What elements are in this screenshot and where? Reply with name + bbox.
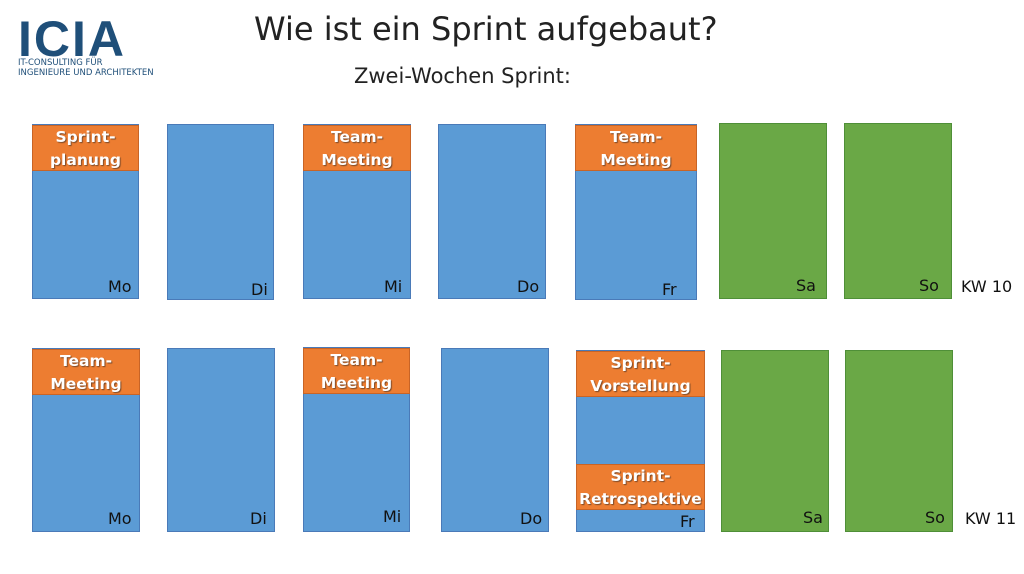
week1-day-label-mi: Mi xyxy=(384,277,403,296)
logo-wordmark: ICIA xyxy=(18,11,126,67)
week2-fr-event-0: Sprint- Vorstellung xyxy=(576,351,705,397)
week1-day-fr: Team- Meeting xyxy=(575,124,697,300)
week2-day-mi: Team- Meeting xyxy=(303,347,410,532)
event-line: Team- xyxy=(59,352,113,370)
week2-day-label-di: Di xyxy=(250,509,267,528)
event-line: Team- xyxy=(330,128,384,146)
week2-day-do xyxy=(441,348,549,532)
week1-mi-event-0: Team- Meeting xyxy=(303,125,411,171)
week2-day-label-do: Do xyxy=(520,509,543,528)
event-line: Meeting xyxy=(320,374,393,392)
event-line: planung xyxy=(49,151,122,169)
week1-day-sa xyxy=(719,123,827,299)
week2-kw-label: KW 11 xyxy=(965,509,1017,528)
week2-day-sa xyxy=(721,350,829,532)
week1-day-label-do: Do xyxy=(517,277,540,296)
week1-day-mo: Sprint- planung xyxy=(32,124,139,299)
week1-mo-event-0: Sprint- planung xyxy=(32,125,139,171)
event-line: Vorstellung xyxy=(590,377,691,395)
icia-logo: ICIA IT-CONSULTING FÜR INGENIEURE UND AR… xyxy=(16,10,166,90)
week2-day-label-fr: Fr xyxy=(680,512,695,531)
week2-fr-event-1: Sprint- Retrospektive xyxy=(576,464,705,510)
event-line: Team- xyxy=(609,128,663,146)
event-line: Sprint- xyxy=(610,354,671,372)
week1-day-di xyxy=(167,124,274,300)
week2-day-label-sa: Sa xyxy=(803,508,823,527)
event-line: Sprint- xyxy=(610,467,671,485)
event-line: Meeting xyxy=(600,151,672,169)
event-line: Meeting xyxy=(50,375,122,393)
week2-day-label-so: So xyxy=(925,508,945,527)
week1-day-do xyxy=(438,124,546,299)
week2-day-label-mo: Mo xyxy=(108,509,132,528)
week2-mi-event-0: Team- Meeting xyxy=(303,348,410,394)
week2-day-mo: Team- Meeting xyxy=(32,348,140,532)
event-line: Team- xyxy=(330,351,383,369)
week1-day-so xyxy=(844,123,952,299)
week1-day-label-di: Di xyxy=(251,280,268,299)
week2-day-label-mi: Mi xyxy=(383,507,402,526)
logo-tagline: IT-CONSULTING FÜR INGENIEURE UND ARCHITE… xyxy=(18,58,154,78)
event-line: Meeting xyxy=(321,151,393,169)
page-title: Wie ist ein Sprint aufgebaut? xyxy=(254,10,718,48)
week2-day-fr: Sprint- Vorstellung Sprint- Retrospektiv… xyxy=(576,350,705,532)
logo-tagline-line1: IT-CONSULTING FÜR xyxy=(18,58,103,68)
week1-day-label-fr: Fr xyxy=(662,280,677,299)
week1-kw-label: KW 10 xyxy=(961,277,1013,296)
week2-mo-event-0: Team- Meeting xyxy=(32,349,140,395)
logo-tagline-line2: INGENIEURE UND ARCHITEKTEN xyxy=(18,68,154,78)
week1-day-label-sa: Sa xyxy=(796,276,816,295)
week2-day-so xyxy=(845,350,953,532)
week1-day-mi: Team- Meeting xyxy=(303,124,411,299)
event-line: Retrospektive xyxy=(579,490,702,508)
week1-day-label-so: So xyxy=(919,276,939,295)
week2-day-di xyxy=(167,348,275,532)
event-line: Sprint- xyxy=(55,128,116,146)
week1-day-label-mo: Mo xyxy=(108,277,132,296)
page-subtitle: Zwei-Wochen Sprint: xyxy=(354,64,571,88)
week1-fr-event-0: Team- Meeting xyxy=(575,125,697,171)
